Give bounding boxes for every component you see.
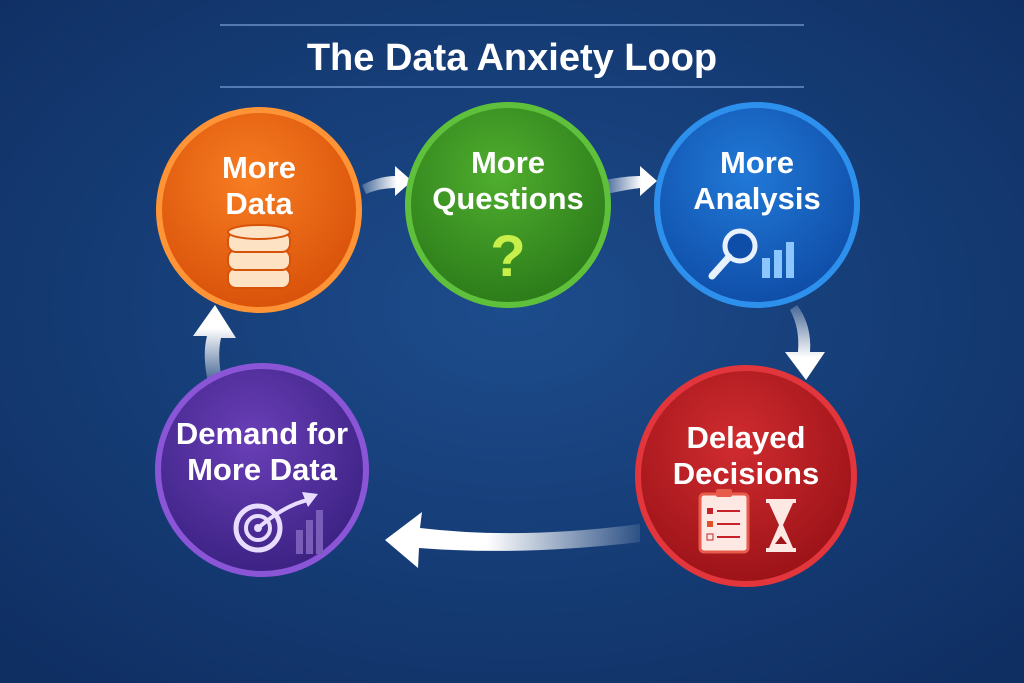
question-mark-icon: ?	[490, 224, 525, 289]
node-more-questions: More Questions ?	[405, 102, 611, 308]
node-label-line2: Data	[225, 186, 293, 221]
node-label-line2: Questions	[432, 181, 584, 216]
arrow-questions-to-analysis	[605, 166, 657, 196]
node-delayed-decisions: Delayed Decisions	[635, 365, 857, 587]
node-demand-for-more-data: Demand for More Data	[155, 363, 369, 577]
node-label-line1: More	[720, 145, 794, 180]
database-icon	[227, 224, 291, 289]
node-label-line2: More Data	[187, 452, 338, 487]
node-label-line1: More	[222, 150, 296, 185]
hourglass-icon	[766, 499, 796, 552]
node-label-line1: Delayed	[687, 420, 806, 455]
arrow-analysis-to-decisions	[785, 305, 825, 380]
node-label-line2: Decisions	[673, 456, 819, 491]
magnifier-chart-icon	[708, 228, 794, 280]
node-label-line1: Demand for	[176, 416, 348, 451]
node-more-data: More Data	[156, 107, 362, 313]
node-more-analysis: More Analysis	[654, 102, 860, 308]
arrow-decisions-to-demand	[385, 512, 640, 568]
title-block: The Data Anxiety Loop	[220, 24, 804, 88]
target-growth-icon	[233, 492, 323, 554]
arrow-demand-to-data	[193, 305, 236, 382]
clipboard-icon	[698, 489, 750, 554]
node-label-line2: Analysis	[693, 181, 821, 216]
node-label-line1: More	[471, 145, 545, 180]
arrow-data-to-questions	[362, 166, 412, 196]
diagram-title: The Data Anxiety Loop	[307, 37, 717, 79]
